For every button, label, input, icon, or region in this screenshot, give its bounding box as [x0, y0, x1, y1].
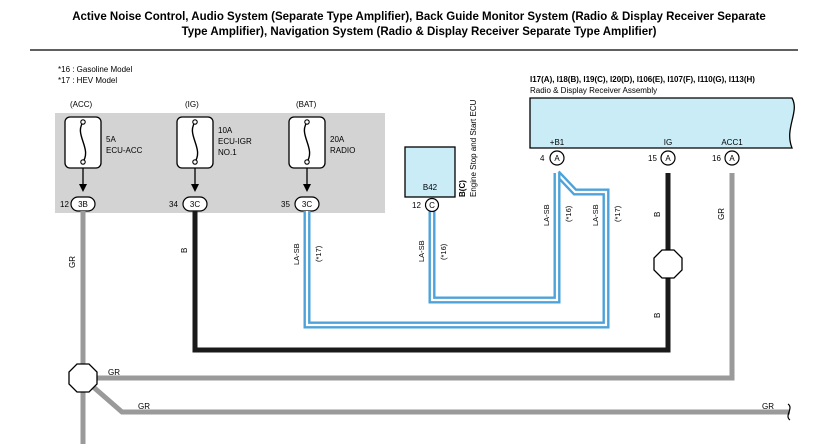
ecu-connector-label: B(C): [458, 180, 467, 197]
wire-label-lasb: LA-SB: [542, 204, 551, 226]
fuse-rating: 20A: [330, 135, 345, 144]
pin-number: 34: [169, 200, 178, 209]
wire-label-gr: GR: [138, 402, 150, 411]
pin-number: 16: [712, 154, 721, 163]
wire-note-16: (*16): [439, 243, 448, 260]
pin-number: 15: [648, 154, 657, 163]
wire-label-gr: GR: [68, 256, 77, 268]
ecu-box: [404, 146, 456, 198]
wire-gr-acc: [80, 173, 790, 444]
pin-circle: [724, 150, 740, 166]
arrow-down-icon: [79, 184, 87, 192]
pin-letter: A: [665, 154, 671, 163]
pin-label-b1: +B1: [550, 138, 565, 147]
pin-label-acc1: ACC1: [721, 138, 743, 147]
fuse-element-icon: [79, 121, 87, 163]
pin-number: 12: [60, 200, 69, 209]
wire-label-b: B: [653, 212, 662, 217]
connector-label: 3C: [190, 200, 200, 209]
wire-label-gr: GR: [717, 208, 726, 220]
fuse-radio: (BAT) 20A RADIO 3C 35: [281, 100, 355, 212]
wire-label-lasb: LA-SB: [591, 204, 600, 226]
pin-letter: A: [554, 154, 560, 163]
pin-circle: [549, 150, 565, 166]
receiver-name: Radio & Display Receiver Assembly: [530, 86, 657, 95]
wire-break-icon: [787, 403, 791, 421]
pin-label-ig: IG: [664, 138, 672, 147]
splice-point-icon: [653, 249, 683, 279]
wire-label-lasb: LA-SB: [417, 240, 426, 262]
pin-number: 35: [281, 200, 290, 209]
pin-letter: C: [429, 201, 435, 210]
fuse-source-bat: (BAT): [296, 100, 317, 109]
connector-label: 3C: [302, 200, 312, 209]
receiver-connectors: I17(A), I18(B), I19(C), I20(D), I106(E),…: [530, 75, 755, 84]
fuse-ecu-acc: (ACC) 5A ECU-ACC 3B 12: [60, 100, 143, 212]
pin-circle: [660, 150, 676, 166]
pin-circle: [424, 197, 440, 213]
wire-label-gr: GR: [762, 402, 774, 411]
fuse-element-icon: [191, 121, 199, 163]
pin-number: 4: [540, 154, 545, 163]
pin-number: 12: [412, 201, 421, 210]
ecu-name: Engine Stop and Start ECU: [469, 99, 478, 197]
fuse-ecu-igr-no1: (IG) 10A ECU-IGR NO.1 3C 34: [169, 100, 252, 212]
arrow-down-icon: [191, 184, 199, 192]
fuse-rating: 5A: [106, 135, 116, 144]
wire-note-17: (*17): [613, 205, 622, 222]
fuse-rating: 10A: [218, 126, 233, 135]
fuse-name: ECU-IGR: [218, 137, 252, 146]
wire-note-17: (*17): [314, 245, 323, 262]
wire-label-b: B: [653, 313, 662, 318]
fuse-name: RADIO: [330, 146, 355, 155]
fuse-source-ig: (IG): [185, 100, 199, 109]
wire-la-sb: [303, 170, 610, 329]
title-line-2: Type Amplifier), Navigation System (Radi…: [181, 26, 657, 38]
wire-label-gr: GR: [108, 368, 120, 377]
note-17: *17 : HEV Model: [58, 76, 117, 85]
wire-label-lasb: LA-SB: [292, 243, 301, 265]
diagram-title: Active Noise Control, Audio System (Sepa…: [0, 10, 838, 40]
splice-point-icon: [68, 363, 98, 393]
receiver-box: [529, 97, 795, 149]
fuse-name-2: NO.1: [218, 148, 237, 157]
radio-display-receiver: I17(A), I18(B), I19(C), I20(D), I106(E),…: [529, 75, 795, 166]
pin-letter: A: [729, 154, 735, 163]
fuse-source-acc: (ACC): [70, 100, 93, 109]
connector-label: 3B: [78, 200, 88, 209]
fuse-element-icon: [303, 121, 311, 163]
ecu-code: B42: [423, 183, 438, 192]
wire-note-16: (*16): [564, 205, 573, 222]
wire-label-b: B: [180, 248, 189, 253]
title-line-1: Active Noise Control, Audio System (Sepa…: [72, 11, 766, 23]
junction-block-panel: [55, 113, 385, 213]
note-16: *16 : Gasoline Model: [58, 65, 132, 74]
arrow-down-icon: [303, 184, 311, 192]
fuse-name: ECU-ACC: [106, 146, 143, 155]
engine-stop-start-ecu: B42 B(C) Engine Stop and Start ECU C 12: [404, 99, 478, 213]
